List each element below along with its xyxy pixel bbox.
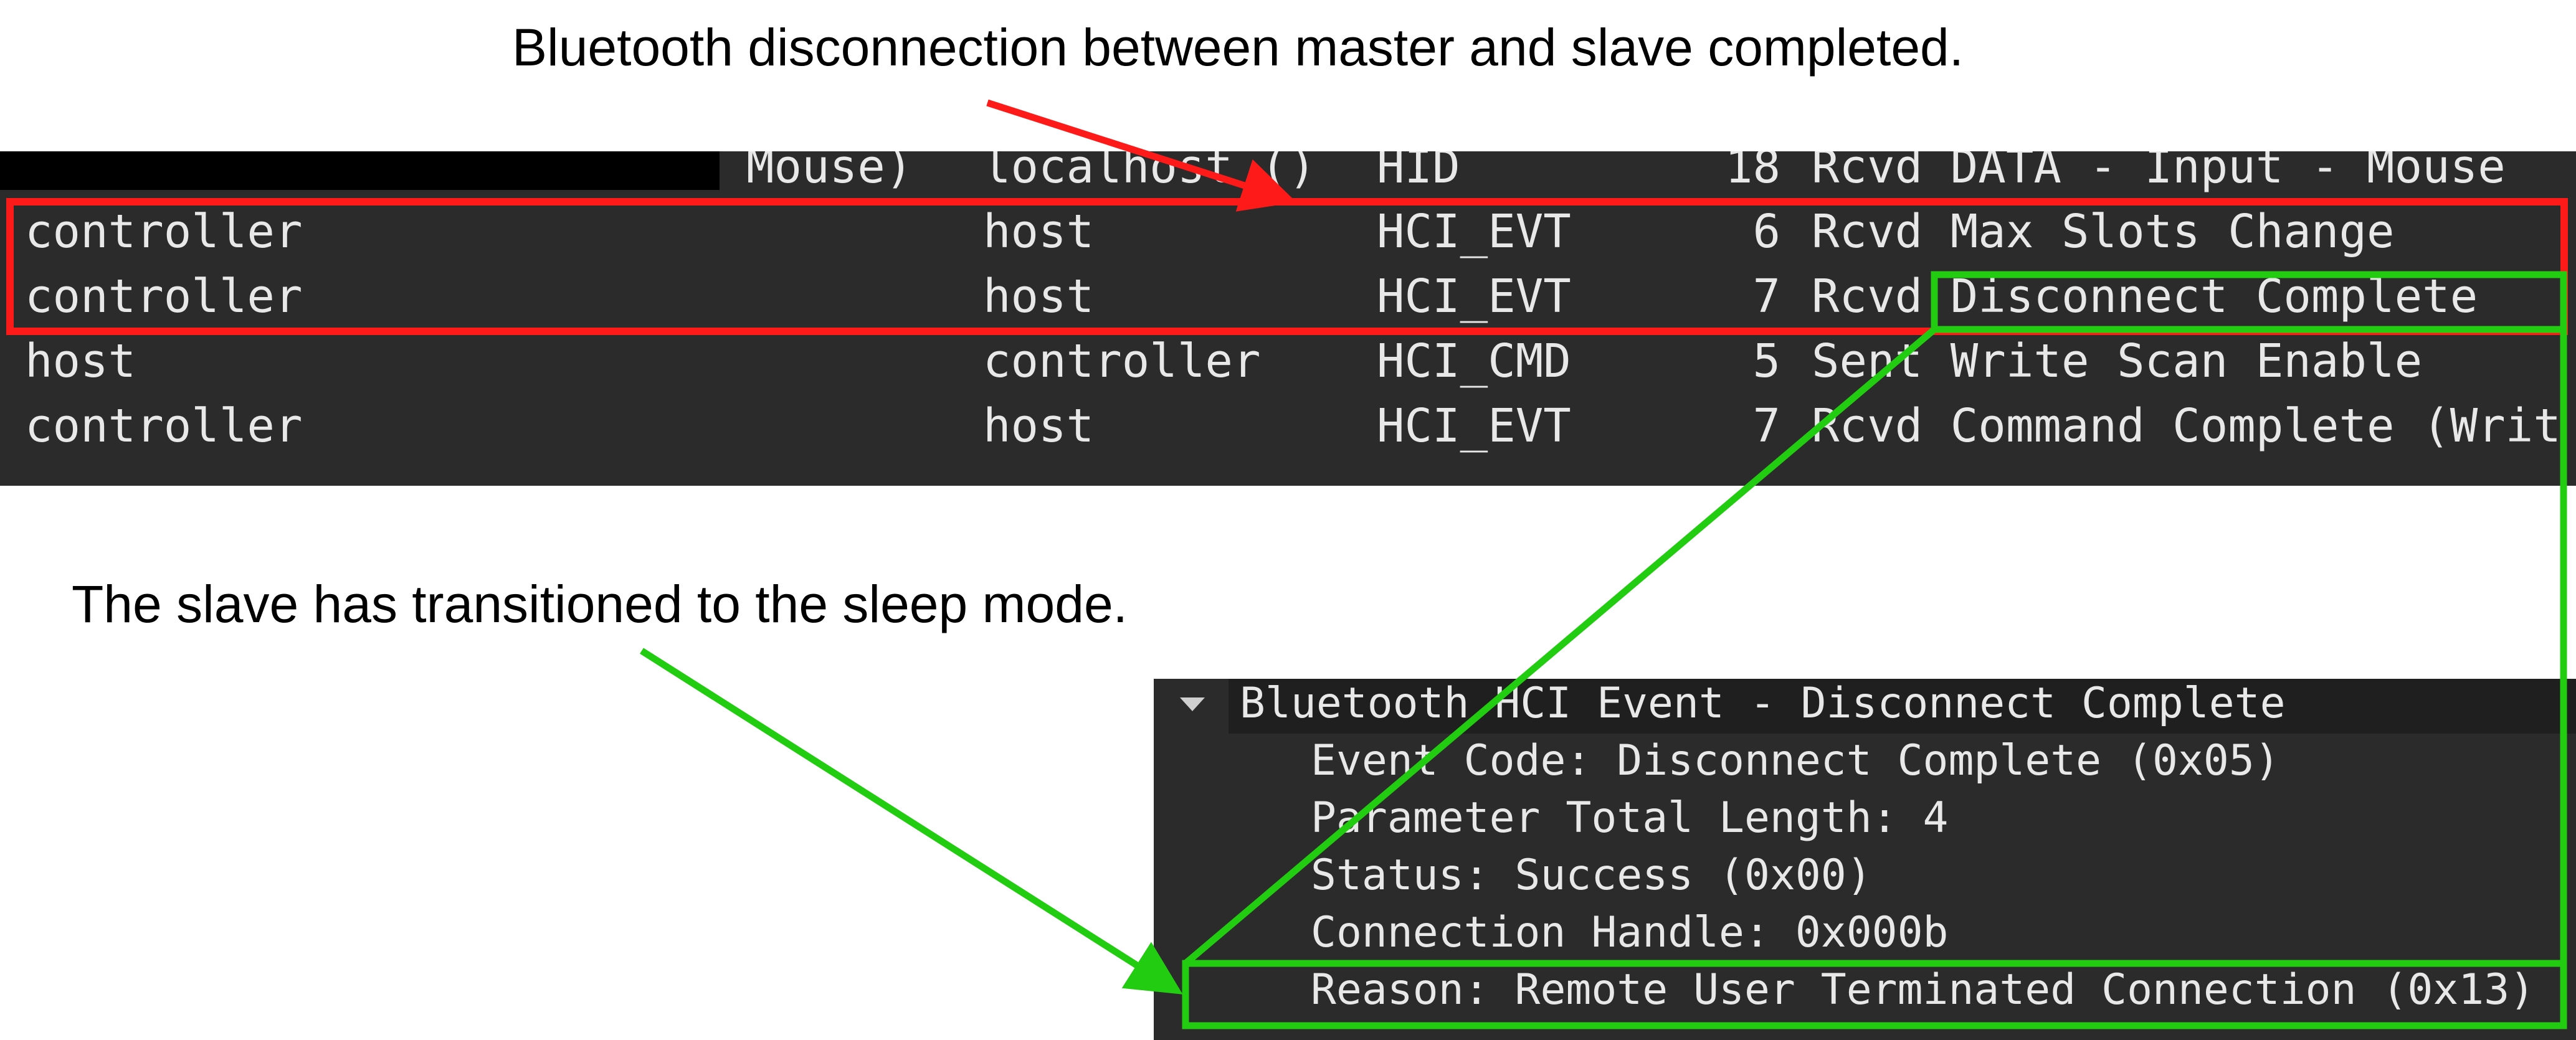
sleep-annotation: The slave has transitioned to the sleep … [72, 575, 1128, 633]
green-highlight-info [1931, 271, 2567, 333]
packet-protocol: HCI_EVT [1377, 399, 1571, 453]
packet-length: 6 [1752, 205, 1780, 258]
packet-source: host [25, 334, 136, 388]
packet-info: Sent Write Scan Enable [1812, 334, 2423, 388]
packet-row-write-scan[interactable]: host controller HCI_CMD 5 Sent Write Sca… [0, 331, 2576, 395]
packet-source: controller [25, 205, 303, 258]
green-connector-left [1183, 326, 1937, 967]
green-arrow [640, 648, 1183, 995]
packet-source: controller [25, 399, 303, 453]
packet-info: Rcvd Disconnect Complete [1812, 270, 2478, 323]
packet-protocol: HID [1377, 151, 1460, 194]
detail-field-param-length[interactable]: Parameter Total Length: 4 [1311, 793, 1949, 843]
packet-info: Rcvd Command Complete (Writ [1812, 399, 2561, 453]
packet-length: 7 [1752, 399, 1780, 453]
packet-destination: host [983, 399, 1095, 453]
packet-length: 7 [1752, 270, 1780, 323]
packet-length: 5 [1752, 334, 1780, 388]
detail-field-connection-handle[interactable]: Connection Handle: 0x000b [1311, 908, 1949, 957]
detail-field-status[interactable]: Status: Success (0x00) [1311, 851, 1872, 900]
packet-row-max-slots[interactable]: controller host HCI_EVT 6 Rcvd Max Slots… [0, 201, 2576, 266]
expand-triangle-icon[interactable] [1180, 697, 1205, 711]
disconnect-annotation: Bluetooth disconnection between master a… [512, 18, 1964, 77]
packet-destination: host [983, 205, 1095, 258]
packet-protocol: HCI_CMD [1377, 334, 1571, 388]
red-arrow [986, 99, 1296, 212]
packet-source: Mouse) [746, 151, 913, 194]
detail-header-highlight [1229, 679, 2576, 734]
detail-tree-title[interactable]: Bluetooth HCI Event - Disconnect Complet… [1240, 679, 2286, 728]
detail-field-event-code[interactable]: Event Code: Disconnect Complete (0x05) [1311, 736, 2280, 785]
packet-row-command-complete[interactable]: controller host HCI_EVT 7 Rcvd Command C… [0, 395, 2576, 460]
detail-field-reason[interactable]: Reason: Remote User Terminated Connectio… [1311, 965, 2536, 1014]
packet-protocol: HCI_EVT [1377, 205, 1571, 258]
packet-length: 18 [1724, 151, 1780, 194]
packet-detail-pane: Bluetooth HCI Event - Disconnect Complet… [1154, 679, 2576, 1040]
packet-source: controller [25, 270, 303, 323]
packet-destination: controller [983, 334, 1261, 388]
packet-destination: host [983, 270, 1095, 323]
red-highlight-box [6, 198, 2568, 335]
packet-info: Rcvd DATA - Input - Mouse [1812, 151, 2506, 194]
packet-protocol: HCI_EVT [1377, 270, 1571, 323]
packet-row-hid[interactable]: Mouse) localhost () HID 18 Rcvd DATA - I… [0, 151, 2576, 216]
redacted-area [0, 151, 720, 190]
packet-info: Rcvd Max Slots Change [1812, 205, 2395, 258]
packet-row-disconnect-complete[interactable]: controller host HCI_EVT 7 Rcvd Disconnec… [0, 266, 2576, 331]
green-highlight-reason [1182, 960, 2567, 1029]
